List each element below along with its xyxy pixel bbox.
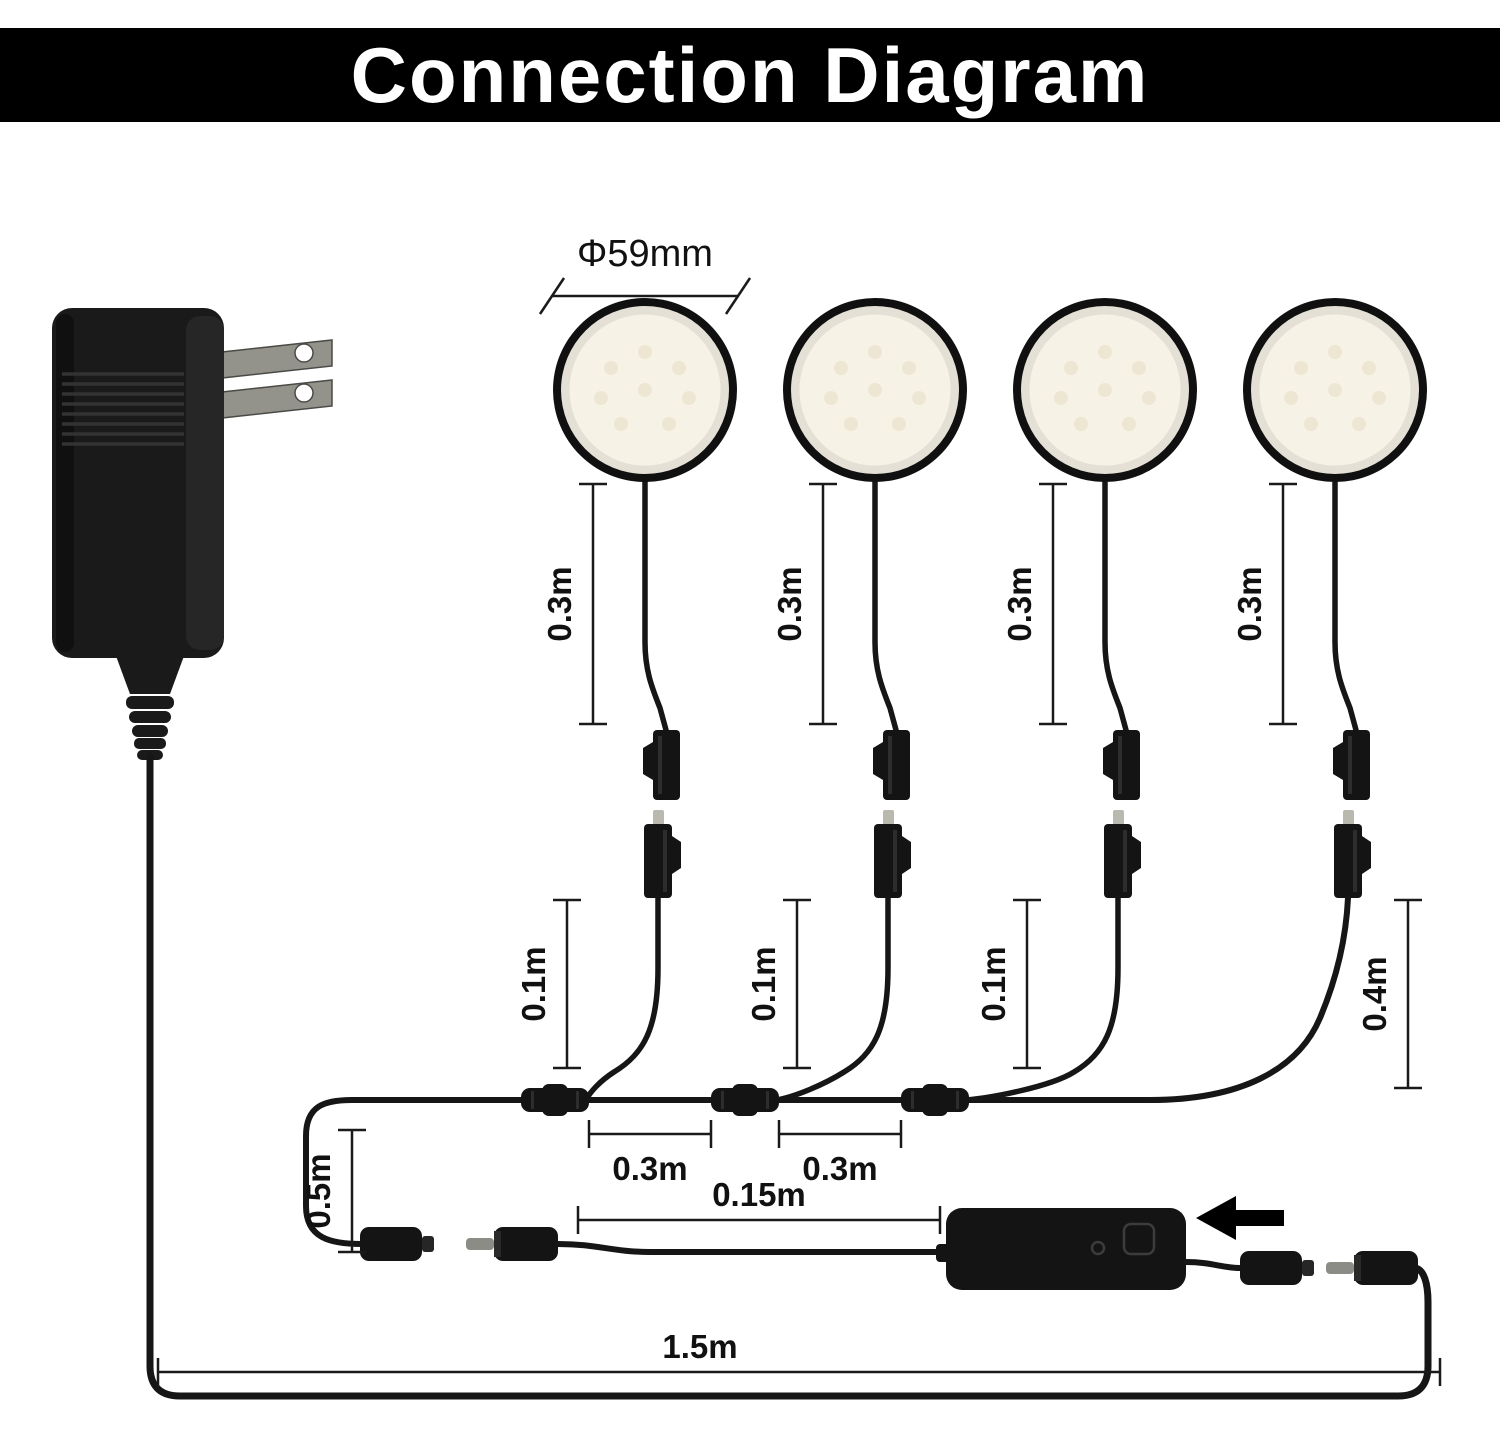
adapter-cable — [146, 752, 1432, 1400]
dim-label: 0.5m — [300, 1153, 337, 1228]
branch-wire-3 — [963, 895, 1121, 1103]
adapter-ridges — [62, 372, 184, 446]
light-unit-1 — [553, 298, 737, 898]
connector-male-3 — [1103, 730, 1140, 800]
dim-light-cable-4: 0.3m — [1231, 482, 1297, 726]
plug-blade — [221, 339, 333, 379]
puck-light-4 — [1243, 298, 1427, 482]
cable-splitter-2 — [711, 1084, 779, 1116]
page-title: Connection Diagram — [350, 30, 1150, 119]
dc-jack-left — [360, 1227, 434, 1261]
header-bar: Connection Diagram — [0, 28, 1500, 122]
controller-body — [946, 1208, 1186, 1290]
dim-trunk-2: 0.3m — [777, 1120, 903, 1187]
adapter-body-edge — [186, 316, 224, 650]
dim-label: 0.15m — [712, 1176, 806, 1213]
dim-label: 0.1m — [515, 946, 552, 1021]
light-unit-4 — [1243, 298, 1427, 898]
puck-light-3 — [1013, 298, 1197, 482]
cable-splitter-1 — [521, 1084, 589, 1116]
dim-label: 0.3m — [1001, 566, 1038, 641]
connector-female-2 — [874, 810, 911, 898]
dim-trunk-1: 0.3m — [587, 1120, 713, 1187]
connector-male-1 — [643, 730, 680, 800]
dim-label: 0.1m — [745, 946, 782, 1021]
dim-label: 0.3m — [541, 566, 578, 641]
connector-male-2 — [873, 730, 910, 800]
dim-branch-3: 0.1m — [975, 898, 1041, 1070]
light-cable — [1105, 482, 1126, 730]
dc-jack-right — [1240, 1251, 1314, 1285]
dc-plug-right — [1326, 1251, 1418, 1285]
diameter-annotation: Φ59mm — [538, 233, 752, 315]
dim-power-branch: 0.5m — [300, 1128, 366, 1254]
dim-label: 1.5m — [662, 1328, 737, 1365]
dim-light-cable-2: 0.3m — [771, 482, 837, 726]
dim-label: 0.4m — [1356, 956, 1393, 1031]
dim-light-cable-3: 0.3m — [1001, 482, 1067, 726]
connector-male-4 — [1333, 730, 1370, 800]
dc-plug-left — [466, 1227, 558, 1261]
dim-branch-4: 0.4m — [1356, 898, 1422, 1090]
light-cable — [875, 482, 896, 730]
connector-female-3 — [1104, 810, 1141, 898]
dim-label: 0.3m — [1231, 566, 1268, 641]
controller-indicator-dot — [1090, 1240, 1106, 1256]
plug-blade — [221, 379, 333, 419]
trunk-cable — [303, 895, 1351, 1247]
dim-adapter-cable: 1.5m — [156, 1328, 1442, 1386]
branch-wire-1 — [583, 895, 661, 1103]
controller-box — [936, 1208, 1186, 1290]
diameter-label: Φ59mm — [577, 233, 713, 275]
plug-blade-hole — [294, 383, 314, 403]
adapter-body-shade — [56, 314, 74, 652]
dim-branch-2: 0.1m — [745, 898, 811, 1070]
light-cable — [645, 482, 666, 730]
connector-female-4 — [1334, 810, 1371, 898]
power-adapter — [52, 308, 333, 760]
controller-output-cable — [1183, 1259, 1243, 1271]
puck-light-2 — [783, 298, 967, 482]
puck-light-1 — [553, 298, 737, 482]
plug-blade-hole — [294, 343, 314, 363]
branch-wire-2 — [773, 895, 891, 1103]
dim-label: 0.3m — [612, 1150, 687, 1187]
dim-label: 0.3m — [802, 1150, 877, 1187]
dim-label: 0.1m — [975, 946, 1012, 1021]
arrow-left-icon — [1196, 1196, 1284, 1240]
controller-button — [1122, 1222, 1156, 1256]
strain-relief — [116, 656, 184, 760]
connector-female-1 — [644, 810, 681, 898]
dim-label: 0.3m — [771, 566, 808, 641]
light-cable — [1335, 482, 1356, 730]
light-unit-2 — [783, 298, 967, 898]
dim-light-cable-1: 0.3m — [541, 482, 607, 726]
cable-splitter-3 — [901, 1084, 969, 1116]
controller-input-cable — [555, 1241, 951, 1255]
dim-branch-1: 0.1m — [515, 898, 581, 1070]
light-unit-3 — [1013, 298, 1197, 898]
dim-controller-cable: 0.15m — [576, 1176, 942, 1234]
plug-blades — [221, 339, 333, 419]
